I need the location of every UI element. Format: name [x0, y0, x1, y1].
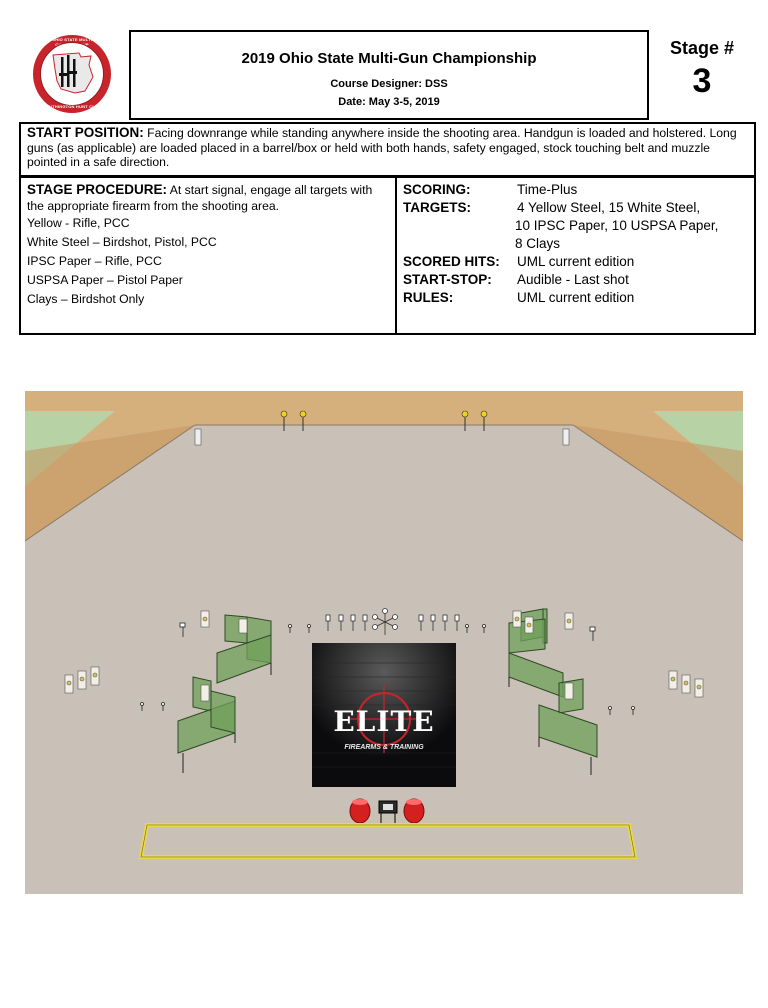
- start-stop-value: Audible - Last shot: [517, 272, 629, 287]
- procedure-line: White Steel – Birdshot, Pistol, PCC: [27, 235, 217, 249]
- right-wall-feet: [508, 677, 592, 775]
- sponsor-name: ELITE: [333, 705, 435, 738]
- back-berm: [25, 391, 743, 451]
- far-paper-targets: [194, 428, 570, 446]
- stage-label: Stage #: [669, 38, 735, 58]
- start-position-text: Facing downrange while standing anywhere…: [27, 126, 737, 169]
- procedure-box: STAGE PROCEDURE: At start signal, engage…: [19, 176, 756, 335]
- yellow-steel-back-right: [461, 410, 488, 431]
- rules-label: RULES:: [403, 290, 454, 305]
- targets-line: 10 IPSC Paper, 10 USPSA Paper,: [515, 218, 719, 233]
- stage-diagram: [25, 391, 743, 894]
- targets-line: 8 Clays: [515, 236, 561, 251]
- procedure-label: STAGE PROCEDURE:: [27, 182, 168, 197]
- start-position-box: START POSITION: Facing downrange while s…: [19, 122, 756, 177]
- title-box: 2019 Ohio State Multi-Gun Championship C…: [129, 30, 649, 120]
- stage-procedure: STAGE PROCEDURE: At start signal, engage…: [21, 178, 397, 333]
- course-designer: Course Designer: DSS: [330, 78, 448, 90]
- logo-emblem: [40, 42, 104, 106]
- scored-hits-label: SCORED HITS:: [403, 254, 500, 269]
- stage-number: 3: [692, 62, 712, 100]
- targets-label: TARGETS:: [403, 200, 471, 215]
- procedure-line: USPSA Paper – Pistol Paper: [27, 273, 183, 287]
- club-logo: 2019 OHIO STATE MULTI-GUN CHAMPIONSHIP S…: [33, 35, 111, 113]
- match-date: Date: May 3-5, 2019: [338, 96, 440, 108]
- scored-hits-value: UML current edition: [517, 254, 635, 269]
- steel-tree: [372, 608, 398, 635]
- start-position-label: START POSITION:: [27, 125, 144, 140]
- clay-stakes: [140, 622, 635, 715]
- right-paper-targets: [512, 610, 704, 700]
- sponsor-logo: ELITE FIREARMS & TRAINING: [312, 643, 456, 787]
- logo-ring-text-bottom: SOUTHINGTON HUNT CLUB: [42, 104, 102, 109]
- rules-row: RULES: UML current edition: [403, 290, 758, 305]
- procedure-line: IPSC Paper – Rifle, PCC: [27, 254, 162, 268]
- white-steel-row: [325, 614, 460, 631]
- rules-value: UML current edition: [517, 290, 635, 305]
- procedure-intro: At start signal, engage all targets with…: [27, 183, 373, 213]
- procedure-line: Yellow - Rifle, PCC: [27, 216, 130, 230]
- targets-row: TARGETS: 4 Yellow Steel, 15 White Steel,: [403, 200, 758, 215]
- start-barrels: [349, 798, 425, 824]
- left-paper-targets: [64, 610, 248, 702]
- match-title: 2019 Ohio State Multi-Gun Championship: [241, 50, 537, 67]
- left-wall-feet: [182, 663, 272, 773]
- start-stop-label: START-STOP:: [403, 272, 492, 287]
- scoring-row: SCORING: Time-Plus: [403, 182, 758, 197]
- procedure-line: Clays – Birdshot Only: [27, 292, 145, 306]
- targets-line: 4 Yellow Steel, 15 White Steel,: [517, 200, 701, 215]
- start-stop-row: START-STOP: Audible - Last shot: [403, 272, 758, 287]
- scored-hits-row: SCORED HITS: UML current edition: [403, 254, 758, 269]
- sponsor-tagline: FIREARMS & TRAINING: [344, 744, 424, 751]
- scoring-value: Time-Plus: [517, 182, 578, 197]
- yellow-steel-back-left: [280, 410, 307, 431]
- scoring-label: SCORING:: [403, 182, 471, 197]
- left-wall-panels: [177, 614, 272, 754]
